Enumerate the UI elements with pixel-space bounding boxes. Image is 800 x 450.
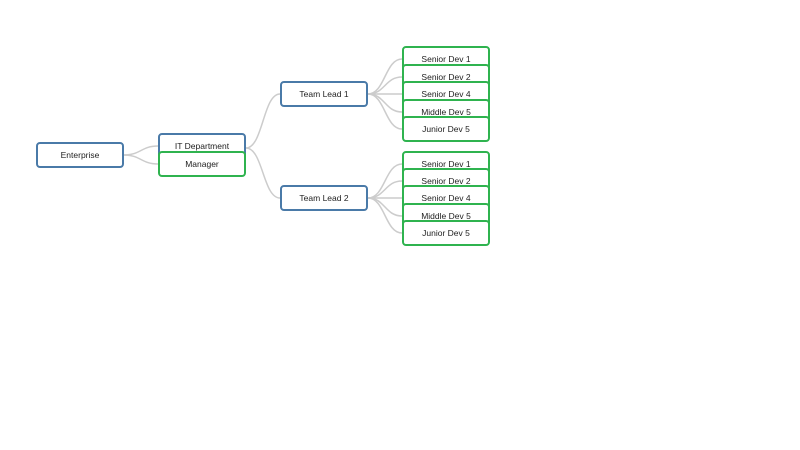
edge-connector bbox=[367, 58, 403, 95]
edge-connector bbox=[123, 145, 159, 156]
node-team1-member[interactable]: Junior Dev 5 bbox=[402, 116, 490, 142]
node-manager[interactable]: Manager bbox=[158, 151, 246, 177]
edge-connector bbox=[367, 93, 403, 113]
edge-connector bbox=[367, 76, 403, 95]
edge-connector bbox=[367, 93, 403, 130]
node-team-lead-1[interactable]: Team Lead 1 bbox=[280, 81, 368, 107]
edge-connector bbox=[245, 93, 281, 149]
node-enterprise[interactable]: Enterprise bbox=[36, 142, 124, 168]
edge-connector bbox=[367, 197, 403, 234]
node-team-lead-2[interactable]: Team Lead 2 bbox=[280, 185, 368, 211]
edge-connector bbox=[367, 180, 403, 199]
edge-connector bbox=[245, 147, 281, 199]
node-team2-member[interactable]: Junior Dev 5 bbox=[402, 220, 490, 246]
edge-connector bbox=[123, 154, 159, 165]
edge-connector bbox=[367, 197, 403, 217]
